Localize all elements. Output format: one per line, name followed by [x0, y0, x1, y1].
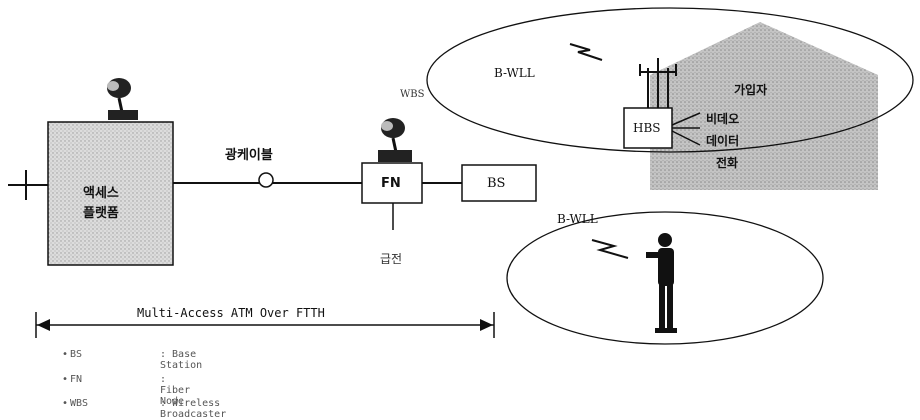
legend-bullet: •	[62, 398, 68, 409]
legend-bullet: •	[62, 374, 68, 385]
home-label-subscriber: 가입자	[734, 81, 767, 98]
legend-abbr: WBS	[70, 398, 88, 409]
home-label-video: 비데오	[706, 110, 739, 127]
radio-link-icon-top	[570, 44, 602, 60]
wbs-label: WBS	[400, 89, 424, 100]
hbs-label: HBS	[633, 121, 661, 135]
legend-definition: : Wireless Broadcaster	[160, 398, 226, 420]
bwll-top-label: B-WLL	[494, 66, 535, 80]
access-platform-label-line2: 플랫폼	[83, 202, 119, 221]
radio-link-icon-bottom	[592, 240, 628, 258]
home-label-data: 데이터	[706, 132, 739, 149]
subscriber-house	[650, 22, 878, 190]
bwll-bottom-label: B-WLL	[557, 212, 598, 226]
satellite-dish-icon	[107, 78, 138, 120]
wbs-dish-icon	[378, 118, 412, 162]
legend-abbr: FN	[70, 374, 82, 385]
power-label: 급전	[380, 250, 402, 267]
fn-label: FN	[381, 176, 401, 191]
home-label-phone: 전화	[716, 154, 738, 171]
access-platform-label-line1: 액세스	[83, 182, 119, 201]
fiber-cable-label: 광케이블	[225, 144, 273, 163]
bs-label: BS	[487, 176, 505, 191]
fiber-splice-icon	[259, 173, 273, 187]
legend-bullet: •	[62, 349, 68, 360]
span-arrowhead-right	[480, 319, 493, 331]
legend-definition: : Base Station	[160, 349, 202, 371]
legend-abbr: BS	[70, 349, 82, 360]
span-label: Multi-Access ATM Over FTTH	[137, 306, 325, 320]
span-arrowhead-left	[37, 319, 50, 331]
mobile-user-icon	[646, 233, 677, 333]
